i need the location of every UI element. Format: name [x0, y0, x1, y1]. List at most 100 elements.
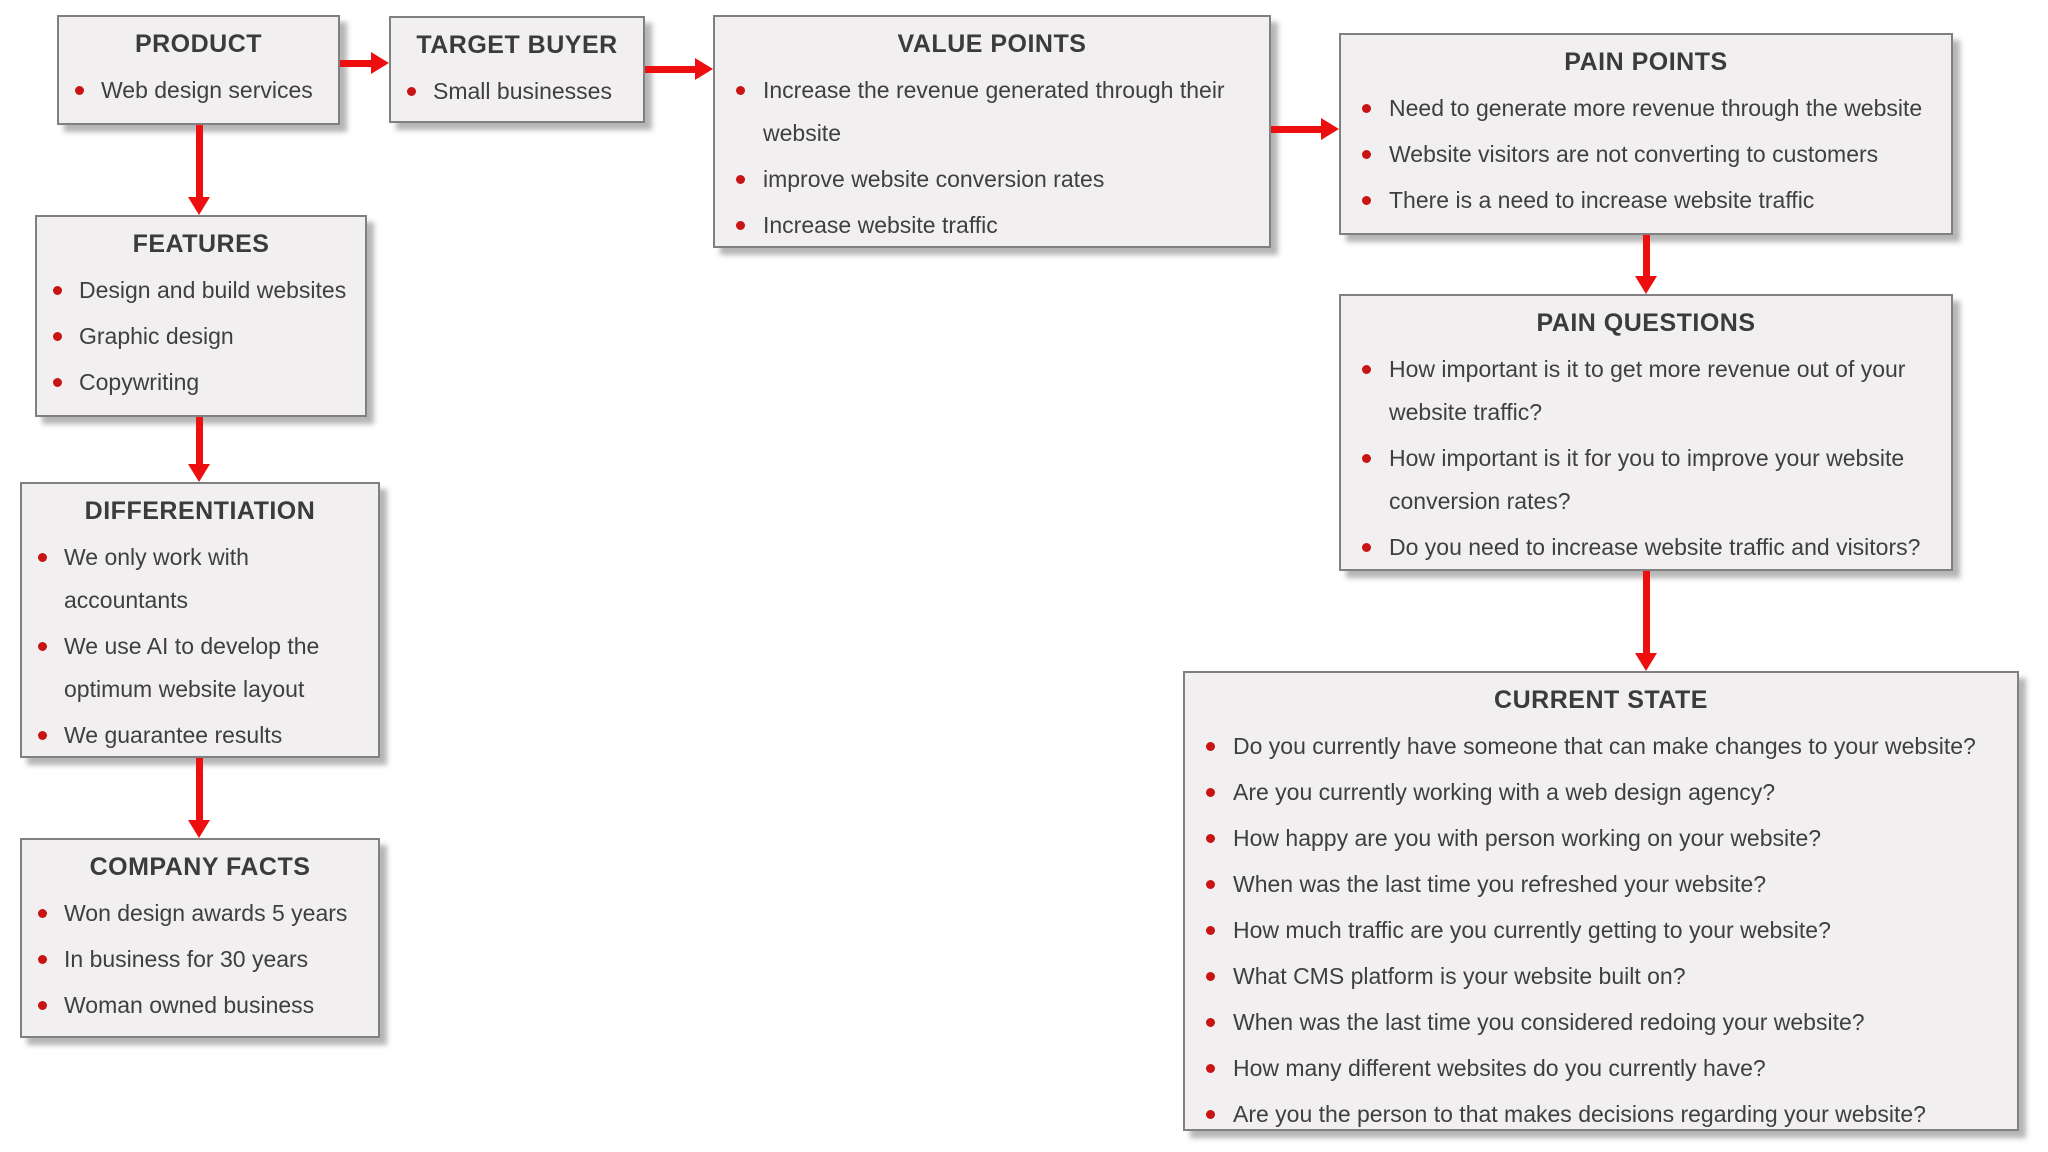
bullet-icon: [1362, 150, 1371, 159]
box-title: PAIN QUESTIONS: [1536, 309, 1756, 337]
bullet-icon: [1362, 454, 1371, 463]
list-item-text: Increase the revenue generated through t…: [763, 77, 1225, 146]
list-item-text: How many different websites do you curre…: [1233, 1055, 1766, 1081]
list-item: Increase the revenue generated through t…: [715, 69, 1269, 155]
bullet-icon: [1206, 1018, 1215, 1027]
bullet-icon: [1206, 1064, 1215, 1073]
list-item: Increase website traffic: [715, 204, 1269, 247]
box-list: Do you currently have someone that can m…: [1185, 721, 2017, 1136]
list-item-text: improve website conversion rates: [763, 166, 1105, 192]
bullet-icon: [1206, 788, 1215, 797]
bullet-icon: [53, 378, 62, 387]
list-item: We use AI to develop the optimum website…: [22, 625, 378, 711]
arrow-head-right-icon: [1321, 118, 1339, 140]
list-item: How much traffic are you currently getti…: [1185, 909, 2017, 952]
box-title: DIFFERENTIATION: [84, 497, 316, 525]
box-title: VALUE POINTS: [897, 30, 1087, 58]
list-item-text: Do you need to increase website traffic …: [1389, 534, 1921, 560]
list-item-text: In business for 30 years: [64, 946, 309, 972]
box-list: Web design services: [59, 65, 338, 112]
list-item: What CMS platform is your website built …: [1185, 955, 2017, 998]
arrow-shaft: [1643, 571, 1650, 655]
box-title: COMPANY FACTS: [89, 853, 311, 881]
list-item: Design and build websites: [37, 269, 365, 312]
bullet-icon: [1206, 880, 1215, 889]
arrow-head-right-icon: [695, 58, 713, 80]
list-item: Are you currently working with a web des…: [1185, 771, 2017, 814]
list-item-text: Do you currently have someone that can m…: [1233, 733, 1976, 759]
differentiation-box: DIFFERENTIATION We only work with accoun…: [20, 482, 380, 758]
pain-questions-box: PAIN QUESTIONS How important is it to ge…: [1339, 294, 1953, 571]
list-item-text: Are you the person to that makes decisio…: [1233, 1101, 1926, 1127]
arrow-shaft: [1643, 235, 1650, 278]
box-list: Increase the revenue generated through t…: [715, 65, 1269, 247]
list-item: How happy are you with person working on…: [1185, 817, 2017, 860]
list-item-text: Won design awards 5 years: [64, 900, 348, 926]
list-item: Website visitors are not converting to c…: [1341, 133, 1951, 176]
box-title: TARGET BUYER: [416, 31, 618, 59]
bullet-icon: [53, 332, 62, 341]
arrow-shaft: [340, 60, 373, 67]
list-item-text: Need to generate more revenue through th…: [1389, 95, 1923, 121]
arrow-shaft: [1271, 126, 1323, 133]
list-item-text: When was the last time you considered re…: [1233, 1009, 1865, 1035]
bullet-icon: [38, 642, 47, 651]
arrow-head-down-icon: [1635, 653, 1657, 671]
arrow-shaft: [196, 125, 203, 199]
list-item: How important is it to get more revenue …: [1341, 348, 1951, 434]
list-item-text: Copywriting: [79, 369, 200, 395]
bullet-icon: [736, 221, 745, 230]
list-item-text: How important is it for you to improve y…: [1389, 445, 1905, 514]
list-item: Do you currently have someone that can m…: [1185, 725, 2017, 768]
list-item-text: Website visitors are not converting to c…: [1389, 141, 1879, 167]
list-item-text: We guarantee results: [64, 722, 283, 748]
list-item-text: When was the last time you refreshed you…: [1233, 871, 1767, 897]
list-item: Web design services: [59, 69, 338, 112]
bullet-icon: [38, 553, 47, 562]
box-list: Need to generate more revenue through th…: [1341, 83, 1951, 222]
list-item: Are you the person to that makes decisio…: [1185, 1093, 2017, 1136]
list-item-text: Design and build websites: [79, 277, 347, 303]
bullet-icon: [1206, 742, 1215, 751]
list-item-text: We use AI to develop the optimum website…: [64, 633, 320, 702]
bullet-icon: [736, 175, 745, 184]
list-item: Woman owned business: [22, 984, 378, 1027]
list-item: improve website conversion rates: [715, 158, 1269, 201]
arrow-shaft: [645, 66, 697, 73]
arrow-head-down-icon: [188, 820, 210, 838]
list-item-text: How happy are you with person working on…: [1233, 825, 1822, 851]
arrow-shaft: [196, 417, 203, 466]
box-title: PAIN POINTS: [1564, 48, 1728, 76]
list-item: How important is it for you to improve y…: [1341, 437, 1951, 523]
pain-points-box: PAIN POINTS Need to generate more revenu…: [1339, 33, 1953, 235]
list-item: We only work with accountants: [22, 536, 378, 622]
list-item: Copywriting: [37, 361, 365, 404]
target-buyer-box: TARGET BUYER Small businesses: [389, 16, 645, 123]
current-state-box: CURRENT STATE Do you currently have some…: [1183, 671, 2019, 1131]
box-list: Small businesses: [391, 66, 643, 113]
bullet-icon: [1362, 196, 1371, 205]
bullet-icon: [1362, 104, 1371, 113]
list-item: Won design awards 5 years: [22, 892, 378, 935]
list-item: Small businesses: [391, 70, 643, 113]
box-list: How important is it to get more revenue …: [1341, 344, 1951, 569]
arrow-head-right-icon: [371, 52, 389, 74]
list-item: How many different websites do you curre…: [1185, 1047, 2017, 1090]
list-item-text: We only work with accountants: [64, 544, 249, 613]
list-item: In business for 30 years: [22, 938, 378, 981]
box-list: Design and build websites Graphic design…: [37, 265, 365, 404]
list-item-text: Small businesses: [433, 78, 612, 104]
bullet-icon: [1206, 1110, 1215, 1119]
box-title: PRODUCT: [134, 30, 263, 58]
product-box: PRODUCT Web design services: [57, 15, 340, 125]
arrow-head-down-icon: [188, 197, 210, 215]
list-item-text: Graphic design: [79, 323, 234, 349]
bullet-icon: [38, 909, 47, 918]
features-box: FEATURES Design and build websites Graph…: [35, 215, 367, 417]
bullet-icon: [1362, 365, 1371, 374]
box-list: Won design awards 5 years In business fo…: [22, 888, 378, 1027]
list-item-text: There is a need to increase website traf…: [1389, 187, 1815, 213]
box-title: CURRENT STATE: [1494, 686, 1708, 714]
arrow-head-down-icon: [188, 464, 210, 482]
